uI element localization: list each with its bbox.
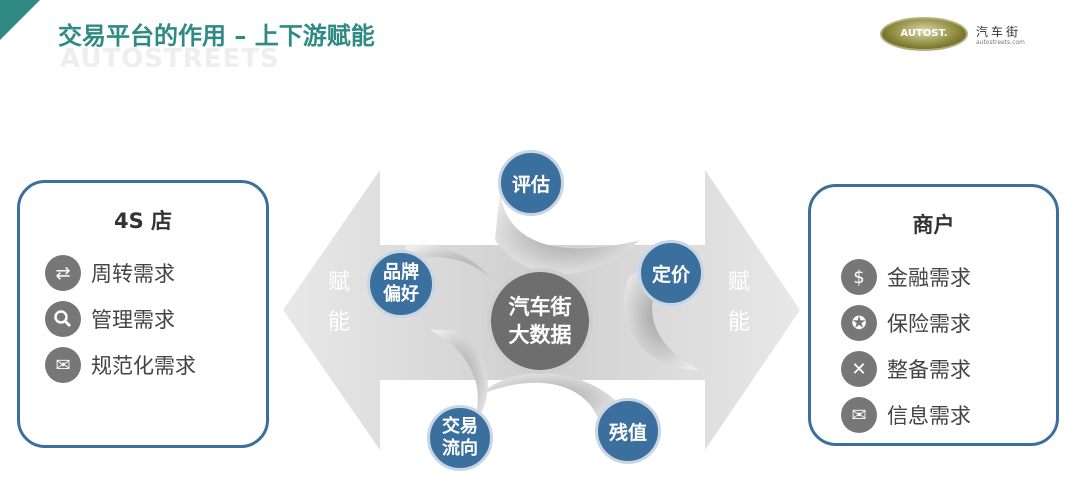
list-item: $ 金融需求: [841, 259, 971, 295]
list-item: 管理需求: [45, 301, 175, 337]
left-arrow-label: 赋能: [328, 270, 351, 335]
logo-chinese-name: 汽车街: [976, 25, 1022, 39]
watermark-text: AUTOSTREETS: [60, 44, 280, 74]
corner-decoration: [0, 0, 40, 40]
company-logo: AUTOST. 汽车街 autostreets.com: [880, 17, 1030, 57]
center-bigdata-circle: 汽车街大数据: [487, 268, 593, 374]
exchange-icon: ⇄: [45, 255, 81, 291]
node-brand-preference: 品牌偏好: [367, 250, 435, 318]
page-title: 交易平台的作用 – 上下游赋能: [58, 22, 375, 50]
right-panel-merchant: 商户 $ 金融需求 ✪ 保险需求 ✕ 整备需求 ✉ 信息需求: [808, 184, 1059, 446]
badge-icon: ✪: [841, 305, 877, 341]
dollar-icon: $: [841, 259, 877, 295]
left-panel-4s-store: 4S 店 ⇄ 周转需求 管理需求 ✉ 规范化需求: [17, 180, 269, 448]
tools-icon: ✕: [841, 351, 877, 387]
swirl-left-top: [405, 244, 505, 300]
left-panel-title: 4S 店: [113, 209, 173, 233]
right-arrow-label: 赋能: [728, 270, 751, 335]
magnifier-icon: [45, 301, 81, 337]
right-arrow: [540, 170, 800, 450]
envelope-icon: ✉: [45, 347, 81, 383]
list-item: ✕ 整备需求: [841, 351, 971, 387]
logo-oval: AUTOST.: [880, 17, 968, 51]
node-dingjia: 定价: [638, 240, 704, 306]
node-trade-flow: 交易流向: [427, 405, 493, 471]
swirl-left-bottom: [430, 330, 488, 430]
logo-url: autostreets.com: [976, 39, 1025, 46]
node-canzhi: 残值: [595, 398, 661, 464]
swirl-top: [495, 190, 640, 274]
swirl-bottom: [480, 373, 615, 425]
right-panel-title: 商户: [912, 213, 955, 237]
list-item: ✪ 保险需求: [841, 305, 971, 341]
list-item: ✉ 信息需求: [841, 397, 971, 433]
envelope-icon: ✉: [841, 397, 877, 433]
list-item: ✉ 规范化需求: [45, 347, 196, 383]
node-pinggu: 评估: [498, 150, 564, 216]
list-item: ⇄ 周转需求: [45, 255, 175, 291]
